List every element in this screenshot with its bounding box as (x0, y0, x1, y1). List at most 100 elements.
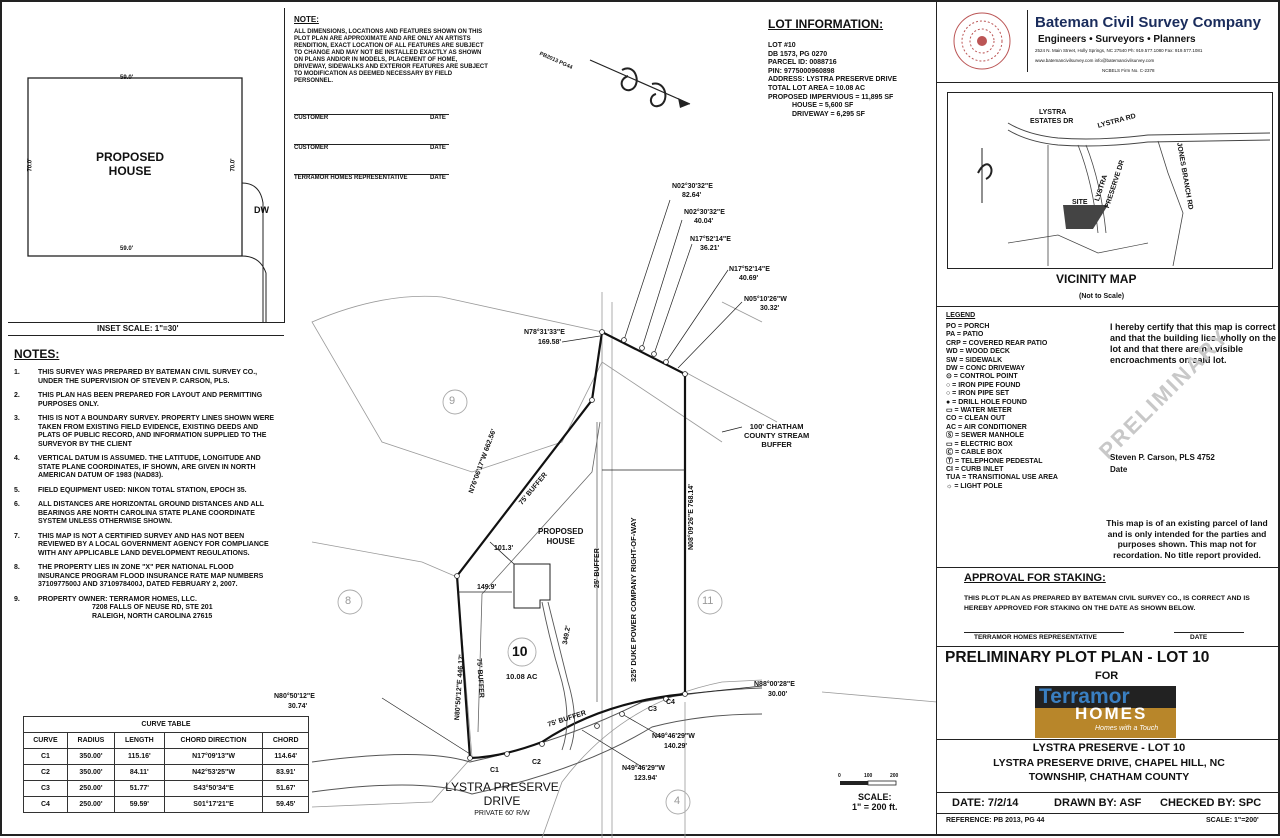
legend-item: PA = PATIO (946, 331, 984, 339)
table-row: C3 250.00' 51.77' S43°50'34"E 51.67' (23, 780, 309, 797)
bearing-dist: 30.74' (288, 703, 308, 710)
inset-dw-label: DW (254, 205, 269, 215)
approval-date-line (1174, 632, 1244, 633)
inset-frame (8, 8, 285, 323)
title-rule-top (937, 646, 1280, 647)
note-item: 5.FIELD EQUIPMENT USED: NIKON TOTAL STAT… (14, 487, 276, 496)
note-text: THIS IS NOT A BOUNDARY SURVEY. PROPERTY … (38, 415, 275, 448)
note-item: 1.THIS SURVEY WAS PREPARED BY BATEMAN CI… (14, 369, 276, 386)
scale-tick: 0 (838, 773, 841, 779)
approval-rep: TERRAMOR HOMES REPRESENTATIVE (974, 634, 1097, 641)
bearing-label: N49°46'29"W 140.29' (652, 732, 695, 752)
approval-rule-top (937, 567, 1280, 568)
curve-cell: C4 (23, 796, 68, 813)
inset-house-label: PROPOSED HOUSE (80, 150, 180, 178)
legend-item: ▭ = ELECTRIC BOX (946, 440, 1013, 448)
approval-sig-line (964, 632, 1124, 633)
bearing-text: N17°52'14"E (690, 236, 731, 243)
right-panel-border (936, 2, 937, 836)
sheet-scale: SCALE: 1"=200' (1206, 817, 1259, 824)
lot-number-11: 11 (702, 595, 714, 607)
disclaimer-heading: NOTE: (294, 15, 319, 24)
header-rule (937, 82, 1280, 83)
bearing-east: N08°09'26"E 768.14' (688, 484, 695, 550)
inset-dim-top: 59.0' (120, 75, 134, 81)
legend-item: CI = CURB INLET (946, 465, 1004, 473)
stream-line-3: BUFFER (761, 440, 792, 449)
bearing-text: N49°46'29"W (652, 733, 695, 740)
lot-info-house: HOUSE = 5,600 SF (792, 102, 854, 110)
note-item: 2.THIS PLAN HAS BEEN PREPARED FOR LAYOUT… (14, 392, 276, 409)
curve-label: C3 (648, 706, 657, 713)
note-num: 7. (14, 532, 20, 540)
dim-label: 149.9' (477, 584, 497, 591)
note-text: THIS PLAN HAS BEEN PREPARED FOR LAYOUT A… (38, 392, 263, 408)
vicinity-label: ESTATES DR (1030, 118, 1074, 125)
sig-line-customer-1 (294, 114, 449, 115)
sig-line-rep (294, 174, 449, 175)
scale-label: SCALE: 1" = 200 ft. (852, 792, 898, 812)
certification-text: I hereby certify that this map is correc… (1110, 322, 1276, 365)
inset-house-line-1: PROPOSED (95, 150, 164, 164)
north-arrow (589, 59, 691, 108)
legend-item: Ⓢ = SEWER MANHOLE (946, 432, 1024, 440)
legend-heading: LEGEND (946, 312, 976, 319)
company-tagline: Engineers • Surveyors • Planners (1038, 34, 1196, 45)
bearing-dist: 140.29' (664, 743, 688, 750)
table-row: C2 350.00' 84.11' N42°53'25"W 83.91' (23, 764, 309, 781)
house-line-1: PROPOSED (538, 527, 584, 536)
table-row: C4 250.00' 59.59' S01°17'21"E 59.45' (23, 796, 309, 813)
owner-address-2: RALEIGH, NORTH CAROLINA 27615 (92, 612, 213, 620)
note-text: ALL DISTANCES ARE HORIZONTAL GROUND DIST… (38, 501, 264, 525)
note-num: 4. (14, 455, 20, 462)
bearing-dist: 123.94' (634, 775, 658, 782)
road-name-2: DRIVE (483, 794, 521, 808)
approval-text: THIS PLOT PLAN AS PREPARED BY BATEMAN CI… (964, 595, 1250, 612)
bearing-text: N05°10'26"W (744, 296, 787, 303)
vicinity-title: VICINITY MAP (1056, 272, 1137, 286)
road-row: PRIVATE 60' R/W (474, 810, 530, 817)
curve-cell: 59.45' (262, 796, 309, 813)
lot-number-10: 10 (512, 643, 528, 659)
surveyor-name: Steven P. Carson, PLS 4752 (1110, 453, 1215, 462)
lot-info-lines: LOT #10 DB 1573, PG 0270 PARCEL ID: 0088… (768, 42, 897, 119)
scale-label-2: 1" = 200 ft. (852, 802, 898, 812)
bearing-text: N88°00'28"E (754, 681, 795, 688)
sig-customer-2: CUSTOMER (294, 145, 329, 151)
plot-plan-drawing (311, 199, 937, 838)
note-num: 3. (14, 415, 20, 422)
legend-item: ☼ = LIGHT POLE (946, 482, 1003, 490)
project-address: LYSTRA PRESERVE DRIVE, CHAPEL HILL, NC (993, 757, 1225, 769)
legend-item: PO = PORCH (946, 323, 990, 330)
bearing-text: N17°52'14"E (729, 266, 770, 273)
inset-drawing (27, 77, 267, 322)
lot-info-line: PARCEL ID: 0088716 (768, 59, 837, 67)
lot-info-line: ADDRESS: LYSTRA PRESERVE DRIVE (768, 76, 897, 84)
bearing-label: N02°30'32"E 40.04' (684, 208, 725, 226)
legend-list: PO = PORCH PA = PATIO CRP = COVERED REAR… (946, 323, 1058, 491)
approval-date: DATE (1190, 634, 1208, 641)
legend-item: CO = CLEAN OUT (946, 415, 1006, 423)
proposed-house-label: PROPOSED HOUSE (538, 527, 583, 547)
legend-item: Ⓒ = CABLE BOX (946, 449, 1003, 457)
sig-rep: TERRAMOR HOMES REPRESENTATIVE (294, 175, 408, 181)
note-num: 6. (14, 501, 20, 508)
title-rule-ref (937, 813, 1280, 814)
lot-info-line: PIN: 9775000960898 (768, 67, 835, 75)
note-num: 8. (14, 564, 20, 571)
legend-item: AC = AIR CONDITIONER (946, 423, 1027, 431)
bearing-dist: 40.69' (739, 275, 759, 282)
note-text: PROPERTY OWNER: TERRAMOR HOMES, LLC. (38, 595, 197, 603)
title-rule-date (937, 792, 1280, 793)
row-label: 325' DUKE POWER COMPANY RIGHT-OF-WAY (629, 517, 638, 682)
sig-line-customer-2 (294, 144, 449, 145)
company-name: Bateman Civil Survey Company (1035, 14, 1261, 31)
curve-label: C1 (490, 767, 499, 774)
company-logo-globe (953, 12, 1011, 70)
legend-item: ○ = IRON PIPE FOUND (946, 381, 1021, 389)
curve-cell: 250.00' (66, 796, 116, 813)
sig-date-3: DATE (430, 175, 446, 181)
logo-word-2: HOMES (1075, 704, 1148, 723)
curve-cell: S01°17'21"E (163, 796, 264, 813)
note-text: THIS SURVEY WAS PREPARED BY BATEMAN CIVI… (38, 369, 258, 385)
